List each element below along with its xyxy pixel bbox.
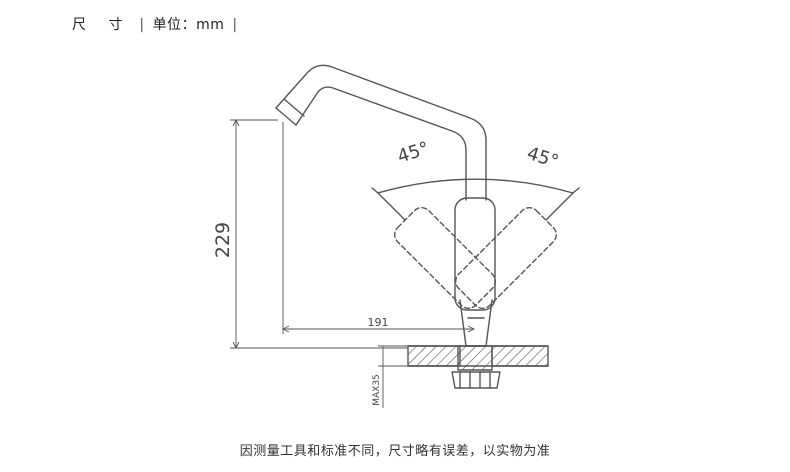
measurement-disclaimer: 因测量工具和标准不同，尺寸略有误差，以实物为准 bbox=[239, 444, 551, 459]
height-dimension bbox=[230, 118, 408, 350]
handle-swing-arc bbox=[371, 178, 580, 221]
header-unit: 单位：mm bbox=[152, 17, 225, 33]
header-separator-end: | bbox=[232, 17, 238, 33]
mounting-nut bbox=[451, 345, 501, 389]
handle-left-position bbox=[393, 206, 497, 310]
mount-label: MAX35 bbox=[372, 374, 382, 406]
header-title: 尺 寸 bbox=[72, 17, 132, 33]
reach-dimension bbox=[281, 122, 476, 334]
angle-left-label: 45° bbox=[395, 138, 432, 168]
mount-thickness-dimension bbox=[378, 345, 410, 408]
reach-label: 191 bbox=[368, 316, 389, 329]
dimension-header: 尺 寸 | 单位：mm | bbox=[72, 14, 241, 34]
faucet-spout bbox=[275, 64, 487, 201]
height-label: 229 bbox=[212, 222, 234, 258]
header-separator: | bbox=[139, 17, 145, 33]
handle-rotated-positions bbox=[393, 206, 558, 310]
angle-right-label: 45° bbox=[524, 143, 561, 173]
handle-right-position bbox=[454, 206, 558, 310]
